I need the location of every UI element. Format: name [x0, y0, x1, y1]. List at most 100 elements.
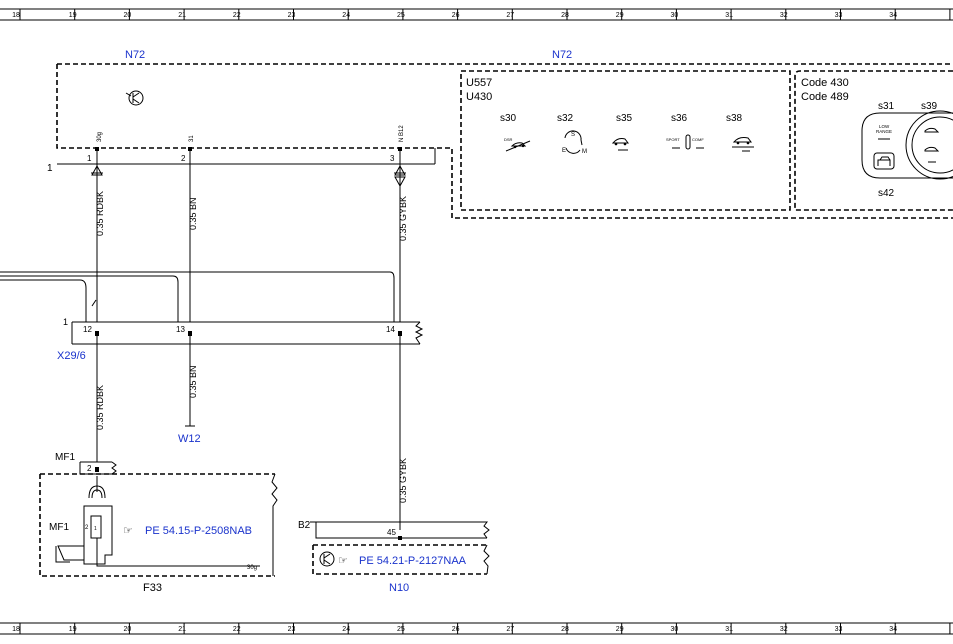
wire-2-label-top: 0.35 BN — [188, 197, 198, 230]
ruler-column-label: 20 — [124, 626, 132, 633]
wire-2-lower — [185, 336, 195, 427]
ruler-column-label: 27 — [506, 626, 514, 633]
mf1-label-inner: MF1 — [49, 522, 69, 533]
grid-ruler-bottom — [0, 622, 953, 635]
wire-1 — [91, 151, 103, 322]
n72-boundary — [56, 64, 953, 219]
ruler-column-label: 24 — [342, 12, 350, 19]
wire-1-label-top: 0.35 RDBK — [95, 191, 105, 236]
car-switch-icon — [611, 138, 629, 151]
ruler-column-label: 32 — [780, 12, 788, 19]
svg-text:E: E — [562, 148, 566, 154]
grid-ruler-top — [0, 8, 953, 21]
n10-reference: ☞ PE 54.21-P-2127NAA — [319, 551, 467, 567]
n10-label: N10 — [389, 582, 409, 594]
svg-text:2: 2 — [181, 154, 186, 163]
reference-hand-icon: ☞ — [123, 525, 133, 537]
wire-2-label-bottom: 0.35 BN — [188, 365, 198, 398]
module-pin-2: 2 31 — [181, 135, 195, 163]
f33-label: F33 — [143, 582, 162, 594]
ruler-column-label: 21 — [178, 12, 186, 19]
x29-row-label: 1 — [63, 317, 68, 327]
ruler-column-label: 18 — [12, 12, 20, 19]
ruler-column-label: 24 — [342, 626, 350, 633]
ruler-column-label: 28 — [561, 626, 569, 633]
sport-comfort-switch-icon: SPORT COMF — [666, 134, 704, 150]
svg-text:PE 54.21-P-2127NAA: PE 54.21-P-2127NAA — [359, 555, 467, 567]
ruler-column-label: 34 — [889, 12, 897, 19]
dsr-switch-icon: DSR — [504, 137, 531, 152]
wire-1-label-bottom: 0.35 RDBK — [95, 385, 105, 430]
n10-connector — [310, 521, 487, 539]
switch-s39: s39 — [921, 101, 938, 112]
ruler-column-label: 26 — [452, 12, 460, 19]
ruler-column-label: 27 — [506, 12, 514, 19]
ruler-column-label: 29 — [616, 626, 624, 633]
ruler-column-label: 19 — [69, 12, 77, 19]
ruler-column-label: 30 — [671, 626, 679, 633]
svg-text:1: 1 — [94, 526, 97, 532]
switch-s30: s30 — [500, 113, 517, 124]
wire-3 — [394, 151, 406, 322]
svg-text:M: M — [582, 149, 587, 155]
switch-s36: s36 — [671, 113, 688, 124]
ruler-column-label: 25 — [397, 626, 405, 633]
svg-text:RANGE: RANGE — [876, 129, 892, 134]
f33-boundary — [39, 473, 275, 577]
ruler-column-label: 25 — [397, 12, 405, 19]
mode-switch-icon: S E M — [562, 130, 587, 155]
ruler-column-label: 29 — [616, 12, 624, 19]
svg-text:DSR: DSR — [504, 137, 513, 142]
ruler-column-label: 20 — [124, 12, 132, 19]
svg-text:S: S — [571, 132, 575, 138]
svg-text:2: 2 — [85, 525, 89, 531]
switch-s32: s32 — [557, 113, 574, 124]
ruler-column-label: 26 — [452, 626, 460, 633]
ruler-column-label: 33 — [835, 12, 843, 19]
svg-text:LOW: LOW — [879, 124, 890, 129]
cable-bundle — [0, 271, 395, 322]
pin2-name: 31 — [189, 135, 195, 142]
svg-text:SPORT: SPORT — [666, 137, 680, 142]
svg-text:PE 54.15-P-2508NAB: PE 54.15-P-2508NAB — [145, 525, 252, 537]
option-code-489: Code 489 — [801, 91, 849, 103]
f33-reference: ☞ PE 54.15-P-2508NAB — [123, 525, 252, 537]
b2-label: B2 — [298, 520, 311, 531]
ruler-column-label: 28 — [561, 12, 569, 19]
reference-hand-icon-n10: ☞ — [338, 555, 348, 567]
mf1-label-top: MF1 — [55, 452, 75, 463]
ruler-column-label: 31 — [725, 12, 733, 19]
ruler-column-label: 19 — [69, 626, 77, 633]
svg-text:COMF: COMF — [692, 137, 704, 142]
pin1-name: 30g — [97, 132, 103, 142]
module-pin-3: 3 N B12 — [390, 125, 405, 163]
n10-boundary — [312, 544, 487, 575]
option-u557: U557 — [466, 77, 492, 89]
fuse-icon: 2 1 — [55, 476, 260, 567]
module-row-label: 1 — [47, 163, 53, 174]
switch-s35: s35 — [616, 113, 633, 124]
ruler-column-label: 30 — [671, 12, 679, 19]
switch-s38: s38 — [726, 113, 743, 124]
x29-label: X29/6 — [57, 350, 86, 362]
mf1-connector: 2 — [79, 461, 117, 475]
option-code-430: Code 430 — [801, 77, 849, 89]
w12-label: W12 — [178, 433, 201, 445]
ruler-column-label: 31 — [725, 626, 733, 633]
option-box-code430 — [794, 70, 953, 211]
ruler-column-label: 18 — [12, 626, 20, 633]
switch-s42: s42 — [878, 188, 895, 199]
x29-pin-13: 13 — [176, 325, 185, 334]
x29-pin-12: 12 — [83, 325, 92, 334]
ruler-column-label: 33 — [835, 626, 843, 633]
switch-s31: s31 — [878, 101, 895, 112]
x29-pin-14: 14 — [386, 325, 395, 334]
x29-connector: 1 12 13 14 — [63, 317, 424, 345]
transistor-icon-n10 — [319, 551, 335, 567]
wire-3-label-top: 0.35 GYBK — [398, 196, 408, 241]
ruler-column-label: 23 — [288, 12, 296, 19]
option-box-u557 — [460, 70, 791, 211]
svg-text:3: 3 — [390, 154, 395, 163]
fuse-terminal-label: 30g — [247, 565, 257, 571]
